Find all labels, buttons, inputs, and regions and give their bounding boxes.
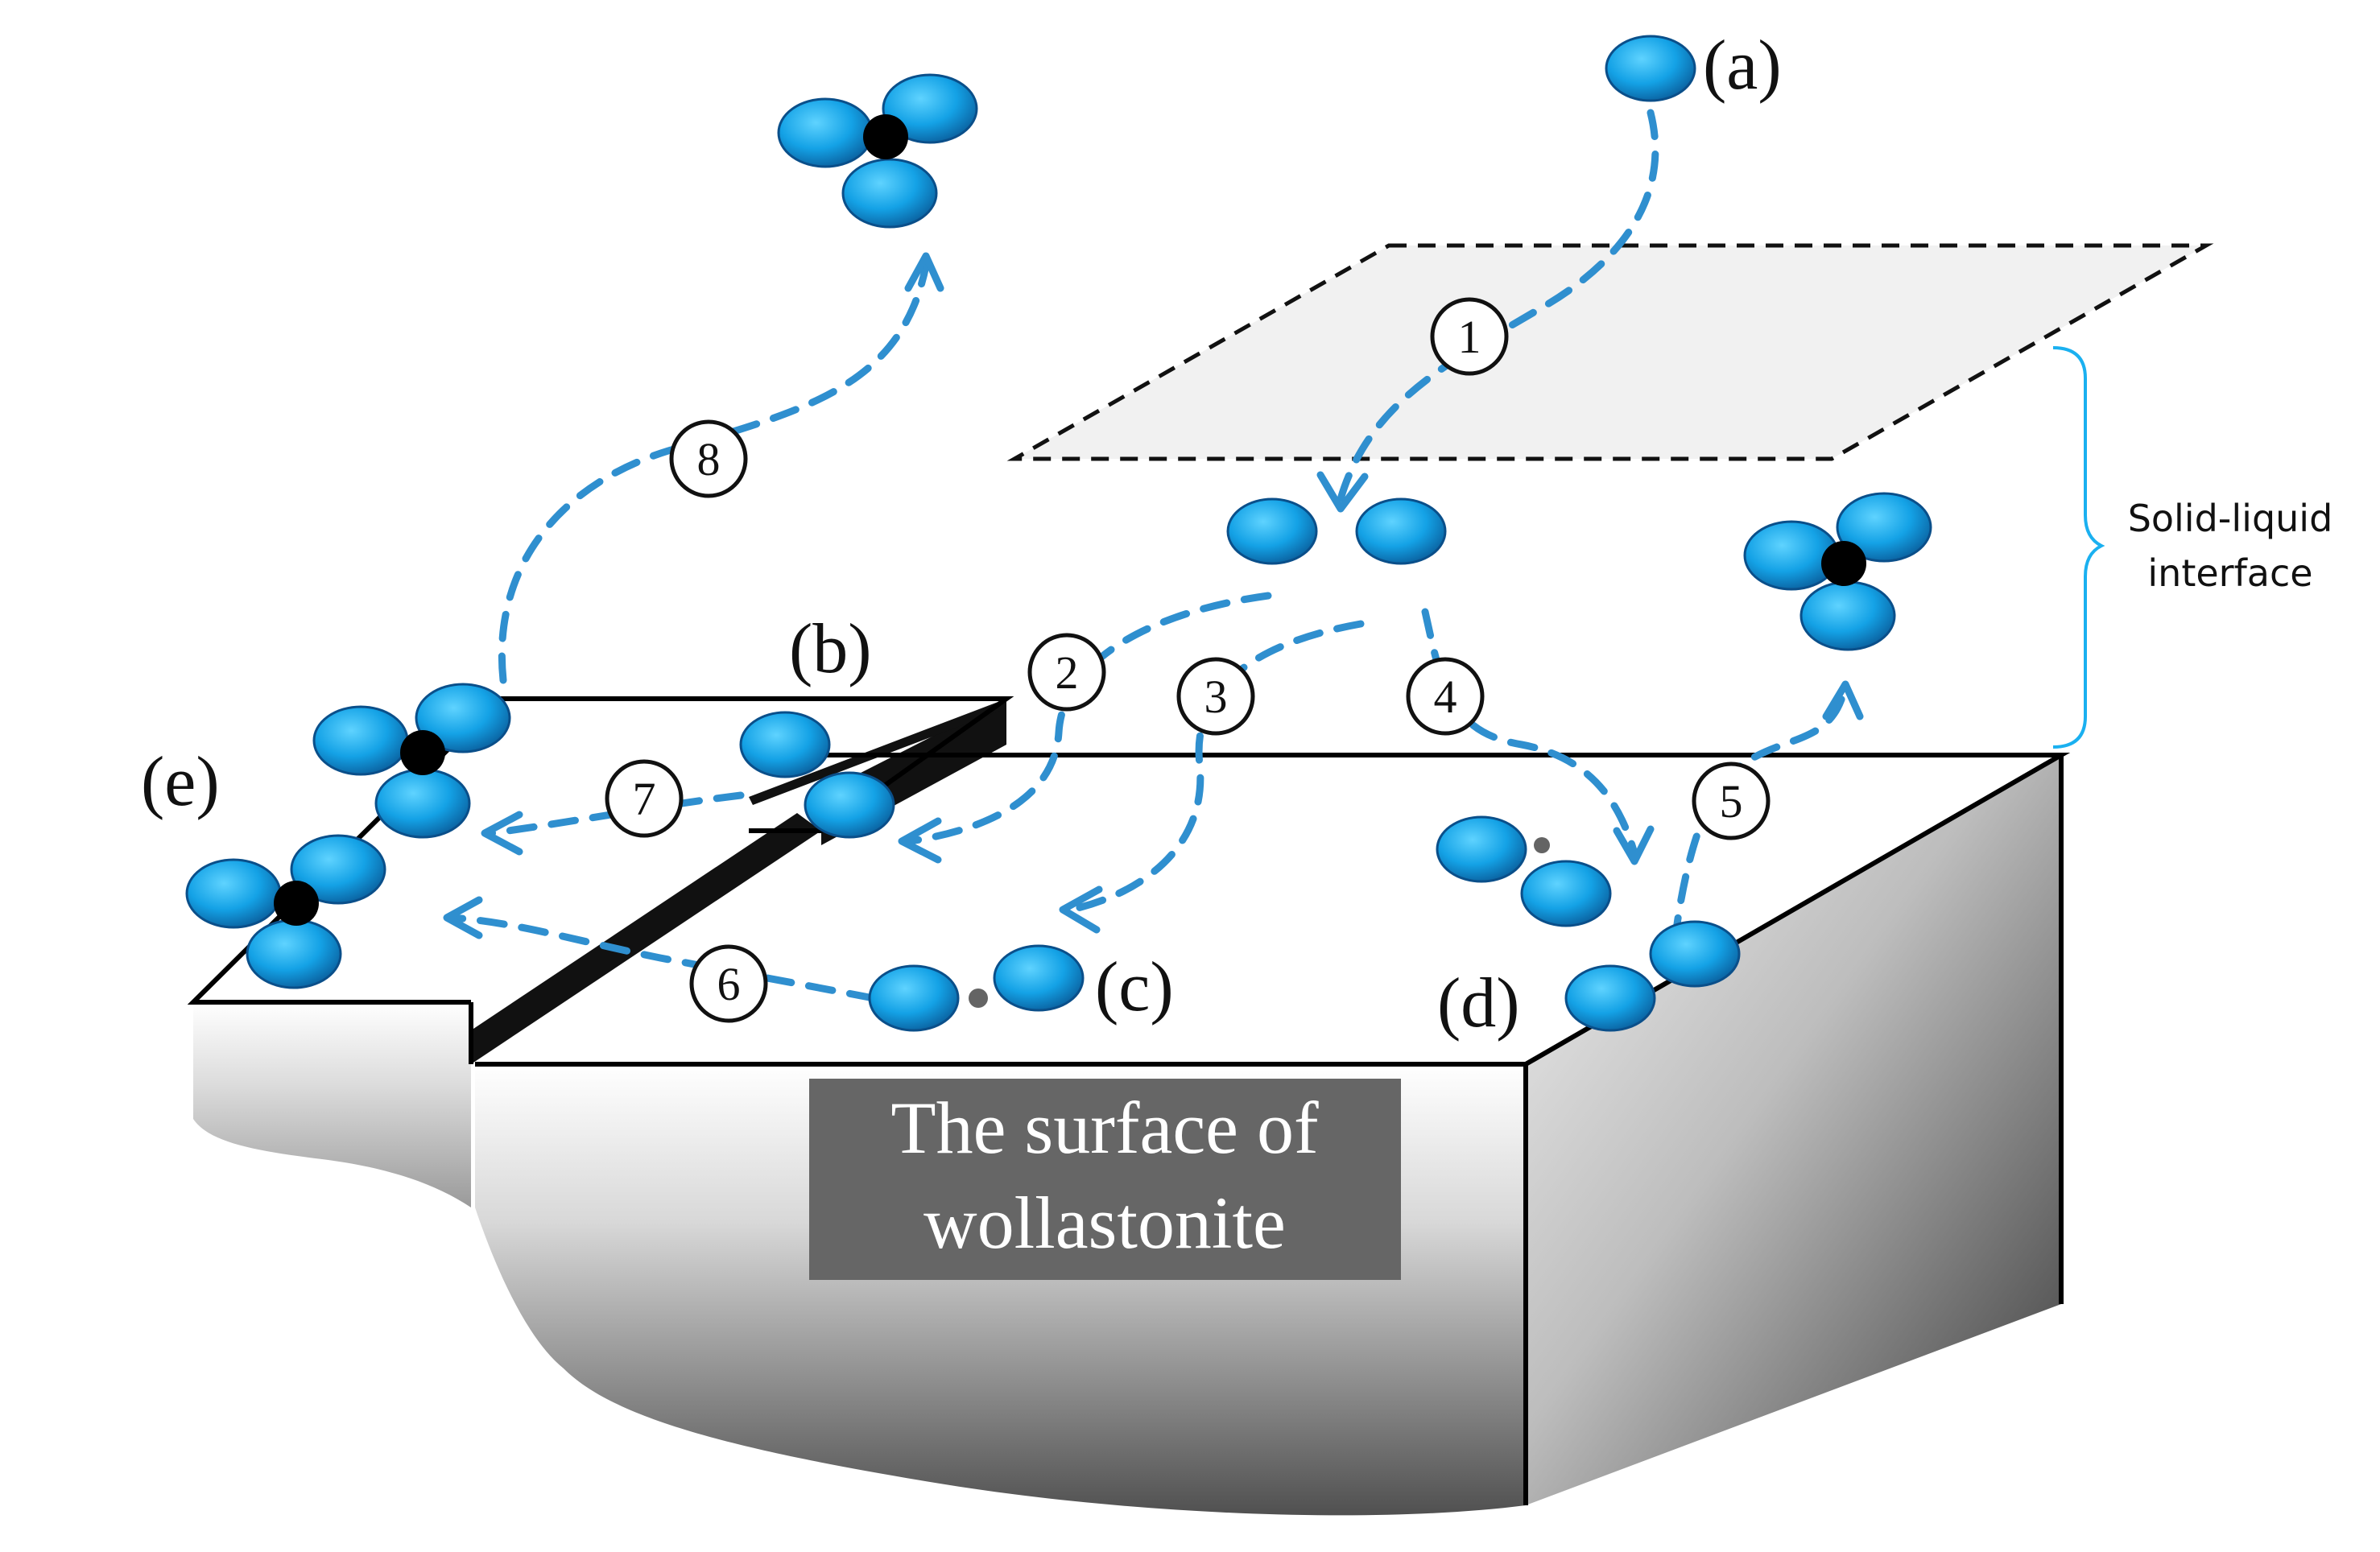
step-6-marker: 6 (689, 944, 768, 1023)
step-markers: 1 2 3 4 5 6 7 8 (605, 297, 1771, 1023)
left-step-front-face (193, 1002, 471, 1207)
step-2-marker: 2 (1027, 633, 1106, 712)
step-wall-b (749, 699, 1006, 805)
step-5-marker: 5 (1692, 762, 1771, 840)
molecule-c-left (868, 964, 960, 1032)
interface-label-line2: interface (2147, 551, 2312, 595)
molecule-4-right (1520, 860, 1612, 927)
step-1-marker: 1 (1430, 297, 1509, 376)
step-3-marker: 3 (1176, 657, 1255, 736)
svg-text:7: 7 (633, 773, 656, 825)
path-6-arrowhead (443, 896, 483, 939)
molecule-b-upper (739, 711, 831, 778)
path-3 (1067, 620, 1365, 914)
block-side-face (1526, 757, 2061, 1505)
complex-top (777, 73, 978, 229)
molecule-d-right (1649, 920, 1741, 988)
caption-line2: wollastonite (923, 1182, 1286, 1264)
caption-line1: The surface of (890, 1087, 1319, 1169)
path-8 (498, 262, 930, 684)
svg-text:8: 8 (697, 433, 721, 485)
path-6 (447, 914, 878, 1002)
molecule-a (1605, 35, 1696, 102)
step-wall-long (471, 813, 821, 1064)
molecule-c-right (993, 944, 1085, 1012)
path-1-arrowhead (1316, 471, 1369, 513)
step-4-marker: 4 (1406, 657, 1485, 736)
label-d: (d) (1437, 964, 1520, 1042)
migration-paths (443, 109, 1864, 1002)
label-e: (e) (141, 743, 220, 821)
complex-e-upper (312, 683, 511, 839)
path-3-arrowhead (1059, 885, 1103, 934)
step-8-marker: 8 (669, 419, 748, 498)
interface-label-line1: Solid-liquid (2128, 497, 2333, 540)
label-a: (a) (1703, 27, 1782, 105)
molecule-d-left (1564, 964, 1656, 1032)
molecule-pair-right (1355, 497, 1447, 565)
path-7-arrowhead (481, 811, 523, 856)
path-1 (1337, 109, 1659, 503)
svg-text:2: 2 (1056, 646, 1079, 699)
interface-plane (1006, 243, 2214, 461)
svg-text:5: 5 (1720, 775, 1743, 828)
molecule-4-left (1436, 815, 1527, 883)
path-2-arrowhead (898, 817, 942, 864)
label-b: (b) (789, 610, 872, 688)
svg-text:4: 4 (1434, 671, 1457, 723)
molecule-pair-left (1226, 497, 1318, 565)
molecules (739, 35, 1741, 1032)
complex-e-lower (185, 834, 386, 989)
path-2 (906, 592, 1272, 845)
molecule-b-lower (804, 771, 895, 839)
svg-text:6: 6 (717, 958, 741, 1010)
caption-box (809, 1079, 1401, 1280)
reaction-spot-4 (1534, 837, 1550, 853)
svg-text:1: 1 (1458, 311, 1481, 363)
label-c: (c) (1095, 948, 1174, 1026)
svg-text:3: 3 (1204, 671, 1228, 723)
path-5-arrowhead (1822, 680, 1864, 720)
complex-interface (1743, 492, 1932, 651)
step-7-marker: 7 (605, 759, 684, 838)
path-4-arrowhead (1613, 825, 1655, 865)
reaction-spot-c (969, 989, 988, 1008)
interface-bracket (2052, 346, 2105, 749)
path-8-arrowhead (904, 252, 944, 292)
